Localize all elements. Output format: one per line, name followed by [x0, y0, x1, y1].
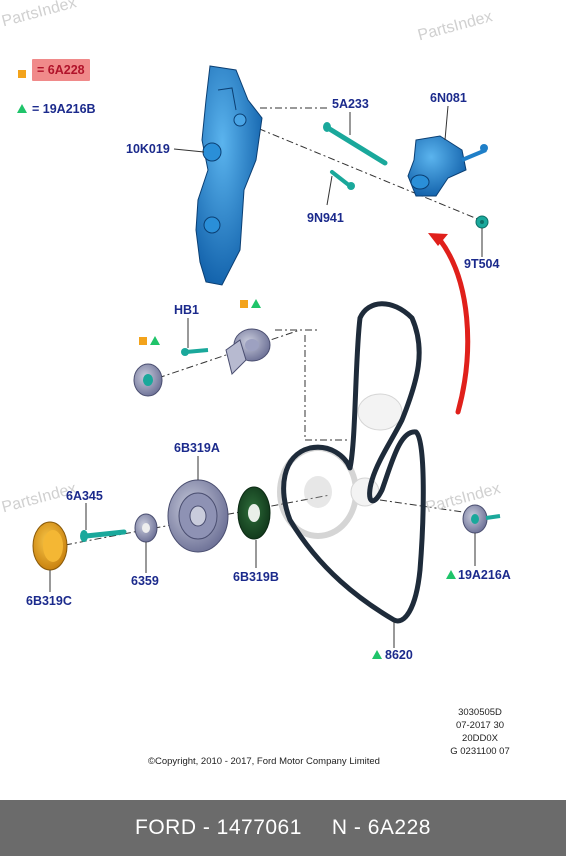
diagram-artwork	[32, 65, 501, 659]
callout-9T504[interactable]: 9T504	[464, 257, 500, 271]
idler-pulley[interactable]	[133, 363, 163, 397]
parts-diagram: PartsIndex PartsIndex PartsIndex PartsIn…	[0, 0, 520, 767]
mount-6N081[interactable]	[407, 135, 488, 197]
callout-6B319C[interactable]: 6B319C	[26, 594, 72, 608]
direction-arrow	[428, 233, 471, 415]
washer-6359[interactable]	[134, 513, 158, 543]
pulley-6B319B[interactable]	[237, 486, 271, 540]
info-line: 07-2017 30	[455, 720, 505, 731]
info-line: 3030505D	[458, 707, 502, 718]
square-symbol-icon	[18, 70, 26, 78]
callout-6N081[interactable]: 6N081	[430, 91, 467, 105]
callout-HB1[interactable]: HB1	[174, 303, 200, 317]
callout-10K019[interactable]: 10K019	[126, 142, 170, 156]
callout-5A233[interactable]: 5A233	[332, 97, 369, 111]
footer-bar: FORD - 1477061 N - 6A228	[0, 800, 566, 856]
engine-ghost	[277, 393, 403, 539]
footer-part-ref: FORD - 1477061	[135, 816, 302, 839]
callout-8620[interactable]: 8620	[385, 648, 413, 662]
callout-9N941[interactable]: 9N941	[307, 211, 344, 225]
idler-19A216A[interactable]	[462, 504, 501, 534]
info-line: G 0231100 07	[450, 746, 510, 757]
callout-6B319B[interactable]: 6B319B	[233, 570, 279, 584]
part-symbols	[139, 299, 456, 659]
pulley-6B319A[interactable]	[167, 479, 229, 553]
copyright-text: ©Copyright, 2010 - 2017, Ford Motor Comp…	[148, 756, 380, 767]
triangle-symbol-icon	[17, 104, 27, 113]
bolt-6A345[interactable]	[80, 529, 127, 542]
info-line: 20DD0X	[462, 733, 498, 744]
cover-6B319C[interactable]	[32, 521, 68, 571]
callout-19A216A[interactable]: 19A216A	[458, 568, 511, 582]
callout-6359[interactable]: 6359	[131, 574, 159, 588]
nut-9T504[interactable]	[475, 215, 489, 229]
bolt-9N941[interactable]	[330, 170, 355, 190]
drawing-info-block: 3030505D 07-2017 30 20DD0X G 0231100 07	[440, 706, 520, 758]
bracket-10K019[interactable]	[195, 65, 263, 286]
callout-6B319A[interactable]: 6B319A	[174, 441, 220, 455]
bolt-5A233[interactable]	[323, 122, 388, 166]
legend-square-label: = 6A228	[32, 59, 90, 81]
legend-triangle-label[interactable]: = 19A216B	[32, 102, 96, 116]
callout-6A345[interactable]: 6A345	[66, 489, 103, 503]
footer-part-number: N - 6A228	[331, 816, 431, 839]
legend-square-entry[interactable]: = 6A228	[32, 59, 90, 81]
belt-8620[interactable]	[281, 301, 426, 624]
bolt-HB1[interactable]	[181, 348, 209, 356]
leader-lines	[49, 105, 483, 648]
tensioner-assembly[interactable]	[225, 328, 271, 375]
